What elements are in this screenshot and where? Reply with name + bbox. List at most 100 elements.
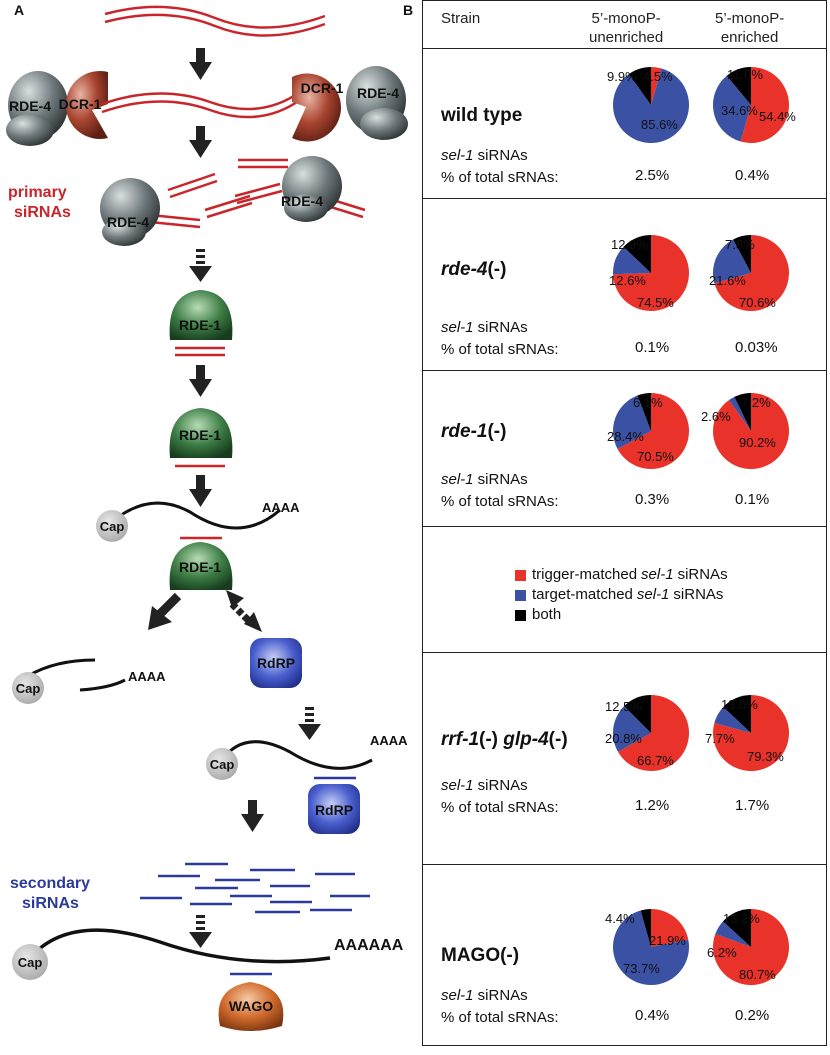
pie-data-label: 4.4% [605,911,635,926]
sel1-fraction-label: sel-1 siRNAs% of total sRNAs: [441,775,559,819]
pie-slice-target [729,396,751,431]
strain-row-rrf1-glp4: rrf-1(-) glp-4(-) sel-1 siRNAs% of total … [423,653,826,865]
column-header-enriched: 5’-monoP- enriched [715,9,784,47]
arrow-down [241,800,264,832]
pie-data-label: 20.8% [605,731,642,746]
total-srna-percent: 0.2% [735,1007,770,1024]
total-srna-percent: 0.03% [735,339,778,356]
pie-data-label: 74.5% [637,295,674,310]
pie-slice-target [613,910,689,985]
pie-slice-both [733,235,751,273]
panel-b: B Strain 5’-monoP- unenriched 5’-monoP- … [403,0,830,1050]
header-line: 5’-monoP- [715,10,785,27]
rde4-label: RDE-4 [9,98,51,114]
dcr1-label: DCR-1 [59,96,102,112]
target-mrna [220,740,373,770]
strain-name-part: glp-4 [503,729,549,750]
strain-name-part: wild type [441,105,523,126]
strain-name: rde-1(-) [441,421,506,443]
pie-slice-trigger [617,393,689,469]
strain-name-part: (-) [479,729,504,750]
cap-label: Cap [18,955,43,970]
pie-data-label: 85.6% [641,117,678,132]
pie-chart: 90.2%2.6%7.2% [701,393,789,469]
arrow-cleavage [148,592,182,630]
total-srna-percent: 0.4% [635,1007,670,1024]
header-line: enriched [720,29,779,46]
legend-gene: sel-1 [641,566,674,583]
cap-icon [12,672,44,704]
pie-data-label: 66.7% [637,753,674,768]
legend-text: both [532,606,562,623]
pie-data-label: 6.2% [707,945,737,960]
legend-text: siRNAs [673,586,724,603]
pie-chart: 74.5%12.6%12.9% [609,235,689,311]
rde4-protein-right: RDE-4 [346,66,408,140]
wago-label: WAGO [229,998,273,1014]
label-line: % of total sRNAs: [441,169,559,186]
pie-slice-target [613,68,689,143]
pie-chart: 66.7%20.8%12.5% [605,695,689,771]
label-text: siRNAs [473,319,528,336]
rde4-label: RDE-4 [357,85,399,101]
label-line: sel-1 siRNAs [441,145,559,167]
legend-item: both [515,605,728,625]
strain-name: rrf-1(-) glp-4(-) [441,729,568,751]
polya-tail: AAAAAA [334,937,404,954]
rde4-label: RDE-4 [107,214,149,230]
label-line: sel-1 siRNAs [441,317,559,339]
total-srna-percent: 1.7% [735,797,770,814]
pie-slice-trigger [618,695,689,771]
pie-data-label: 80.7% [739,967,776,982]
strain-name: rde-4(-) [441,259,506,281]
pie-data-label: 21.6% [709,273,746,288]
rdrp-protein: RdRP [250,638,302,688]
pie-slice-both [722,909,751,947]
label-line: sel-1 siRNAs [441,985,559,1007]
pie-chart: 70.6%21.6%7.8% [709,235,789,311]
pie-slice-both [726,67,751,105]
total-srna-percent: 0.1% [635,339,670,356]
pie-data-label: 6.1% [633,395,663,410]
gene-name: sel-1 [441,147,474,164]
pie-slice-target [715,921,751,947]
target-mrna [28,928,331,964]
panel-a-label: A [14,2,25,18]
strain-name-part: rrf-1 [441,729,480,750]
pie-data-label: 13.0% [721,697,758,712]
strain-row-mago: MAGO(-)sel-1 siRNAs% of total sRNAs:0.4%… [423,865,826,1047]
column-header-strain: Strain [441,10,481,27]
pie-data-label: 70.5% [637,449,674,464]
pie-data-label: 79.3% [747,749,784,764]
dcr1-protein-right: DCR-1 [292,73,344,142]
table-header: Strain 5’-monoP- unenriched 5’-monoP- en… [423,1,826,49]
dcr1-protein-left: DCR-1 [59,71,108,139]
strain-name-part: MAGO(-) [441,945,520,966]
target-mrna [111,501,281,530]
column-header-unenriched: 5’-monoP- unenriched [589,9,663,47]
pie-data-label: 13.2% [723,911,760,926]
arrow-down [189,48,212,80]
label-line: sel-1 siRNAs [441,775,559,797]
rde4-protein-mid-right: RDE-4 [281,156,342,222]
panel-b-label: B [403,2,414,18]
pie-data-label: 21.9% [649,933,686,948]
pie-chart: 70.5%28.4%6.1% [607,393,689,469]
pie-slice-both [623,235,651,273]
gene-name: sel-1 [441,319,474,336]
gene-name: sel-1 [441,777,474,794]
legend-swatch [515,589,526,601]
rde4-protein-left: RDE-4 [6,71,68,146]
panel-a: A [6,2,408,1031]
pie-slice-both [624,695,651,733]
pie-chart: 80.7%6.2% 13.2% [707,909,789,985]
total-srna-percent: 1.2% [635,797,670,814]
total-srna-percent: 0.3% [635,491,670,508]
strain-row-rde4: rde-4(-) sel-1 siRNAs% of total sRNAs: 0.1… [423,199,826,371]
pie-chart: 4.5%85.6%9.9% [607,67,689,143]
strain-name-part: rde-4 [441,259,488,280]
sel1-fraction-label: sel-1 siRNAs% of total sRNAs: [441,317,559,361]
pie-data-label: 12.9% [611,237,648,252]
